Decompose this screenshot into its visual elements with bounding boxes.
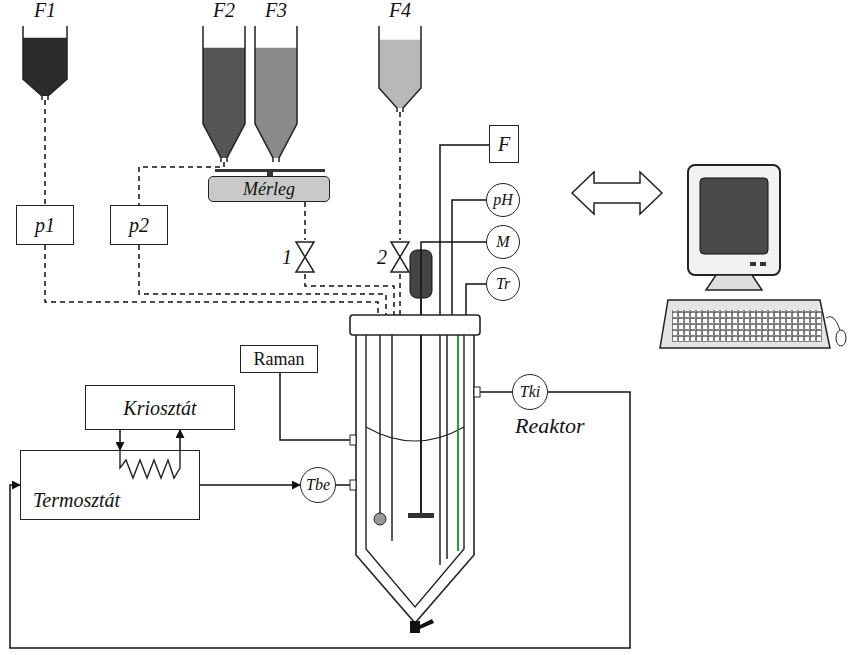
node-label: Tr [496, 276, 510, 292]
connector [336, 484, 350, 486]
feed-line [45, 245, 378, 315]
sensor-circle: Tr [486, 267, 520, 301]
balance-plate [215, 169, 325, 172]
balance: Mérleg [208, 176, 330, 202]
raman-box: Raman [240, 345, 318, 373]
valve-symbol [391, 242, 409, 272]
monitor-button [750, 262, 756, 266]
monitor-stand [706, 275, 762, 290]
valve: 1 [282, 240, 318, 274]
pump-box: p2 [110, 205, 168, 245]
node-label: Kriosztát [123, 398, 196, 418]
connector [466, 284, 486, 315]
connector [421, 242, 486, 315]
reactor: Reaktor [350, 315, 480, 640]
node-label: 2 [377, 247, 387, 267]
node-label: p2 [129, 215, 149, 235]
connector [10, 392, 630, 648]
reservoir-vessel [200, 26, 248, 162]
heat-exchanger-coil [120, 450, 180, 478]
node-label: Tki [520, 384, 540, 400]
reservoir: F1 [20, 0, 70, 100]
node-label: F1 [20, 0, 70, 20]
connector [119, 430, 121, 450]
feed-line [44, 100, 46, 205]
sensor-circle: Tbe [300, 467, 336, 503]
node-label: pH [493, 192, 513, 208]
sensor-circle: Tki [512, 374, 548, 410]
valve-symbol [296, 242, 314, 272]
sensor-circle: M [486, 225, 520, 259]
cryostat-box: Kriosztát [85, 385, 235, 430]
monitor-screen [700, 178, 768, 254]
connector [480, 391, 512, 393]
monitor [688, 165, 780, 275]
thermostat-box: Termosztát [20, 450, 200, 520]
node-label: F [498, 134, 510, 154]
mouse [836, 330, 846, 346]
reservoir-vessel [252, 26, 300, 162]
reservoir-vessel [376, 26, 424, 112]
connector [280, 373, 350, 440]
reactor-vessel [350, 315, 480, 640]
feed-line [399, 112, 401, 240]
keyboard-keys [672, 310, 822, 342]
keyboard [660, 300, 830, 348]
connector [179, 430, 181, 450]
node-label: F2 [200, 0, 248, 20]
reservoir: F3 [252, 0, 300, 162]
data-link-arrow [572, 172, 662, 214]
feed-line [305, 274, 394, 315]
pump-box: p1 [16, 205, 74, 245]
node-label: Tbe [306, 477, 330, 493]
reservoir: F2 [200, 0, 248, 162]
sensor-box: F [489, 125, 519, 163]
node-label: 1 [282, 247, 292, 267]
node-label: Termosztát [33, 490, 120, 510]
node-label: F4 [376, 0, 424, 20]
reservoir-vessel [20, 26, 70, 100]
monitor-button [760, 262, 766, 266]
node-label: Mérleg [243, 180, 295, 198]
connector [452, 200, 486, 315]
node-label: Reaktor [515, 415, 585, 437]
reservoir: F4 [376, 0, 424, 112]
sensor-circle: pH [486, 183, 520, 217]
feed-line [399, 274, 401, 315]
feed-line [139, 245, 386, 315]
valve: 2 [377, 240, 413, 274]
mouse-cable [826, 317, 840, 331]
connector [200, 484, 300, 486]
node-label: Raman [254, 350, 305, 368]
node-label: p1 [35, 215, 55, 235]
connector [440, 145, 489, 315]
node-label: F3 [252, 0, 300, 20]
node-label: M [496, 234, 509, 250]
feed-line [304, 202, 306, 240]
